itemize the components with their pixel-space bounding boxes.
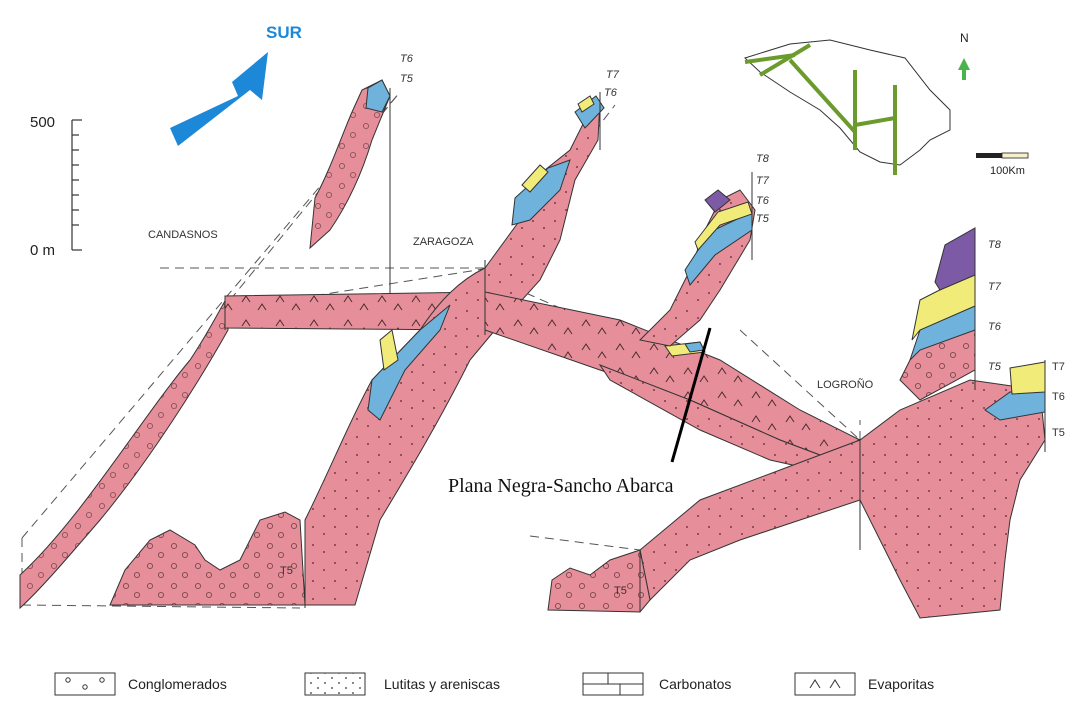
unit-label: T6: [400, 53, 414, 65]
unit-label: T5: [988, 361, 1002, 373]
unit-label: T5: [400, 73, 414, 85]
unit-label: T5: [1052, 427, 1065, 439]
unit-label: T5: [280, 565, 293, 577]
north-label: N: [960, 31, 969, 45]
legend-label: Evaporitas: [868, 676, 934, 692]
map-scale-label: 100Km: [990, 165, 1025, 177]
vertical-scale: [72, 120, 82, 250]
place-zaragoza: ZARAGOZA: [413, 236, 474, 248]
legend-item-carbonate: Carbonatos: [583, 673, 731, 695]
place-candasnos: CANDASNOS: [148, 229, 218, 241]
unit-label: T7: [756, 175, 770, 187]
scale-top-label: 500: [30, 114, 55, 131]
legend-label: Conglomerados: [128, 676, 227, 692]
unit-label: T8: [756, 153, 770, 165]
unit-label: T8: [988, 239, 1002, 251]
south-arrow-label: SUR: [266, 23, 302, 42]
unit-label: T6: [1052, 391, 1065, 403]
unit-label: T6: [604, 87, 618, 99]
inset-map: N 100Km: [745, 31, 1028, 177]
unit-label: T7: [988, 281, 1002, 293]
legend-label: Lutitas y areniscas: [384, 676, 500, 692]
place-logrono: LOGROÑO: [817, 378, 874, 391]
unit-label: T5: [614, 585, 627, 597]
south-arrow-icon: SUR: [170, 23, 302, 146]
north-arrow-icon: [958, 58, 970, 80]
legend-item-conglomerate: Conglomerados: [55, 673, 227, 695]
unit-label: T6: [756, 195, 770, 207]
legend: Conglomerados Lutitas y areniscas Carbon…: [55, 673, 934, 695]
section-annotation: Plana Negra-Sancho Abarca: [448, 475, 674, 497]
unit-label: T7: [606, 69, 620, 81]
unit-label: T5: [756, 213, 770, 225]
central-column: [640, 172, 755, 346]
legend-item-sand: Lutitas y areniscas: [305, 673, 500, 695]
unit-label: T6: [988, 321, 1002, 333]
scale-bottom-label: 0 m: [30, 242, 55, 259]
legend-label: Carbonatos: [659, 676, 731, 692]
unit-label: T7: [1052, 361, 1065, 373]
legend-item-evaporite: Evaporitas: [795, 673, 934, 695]
